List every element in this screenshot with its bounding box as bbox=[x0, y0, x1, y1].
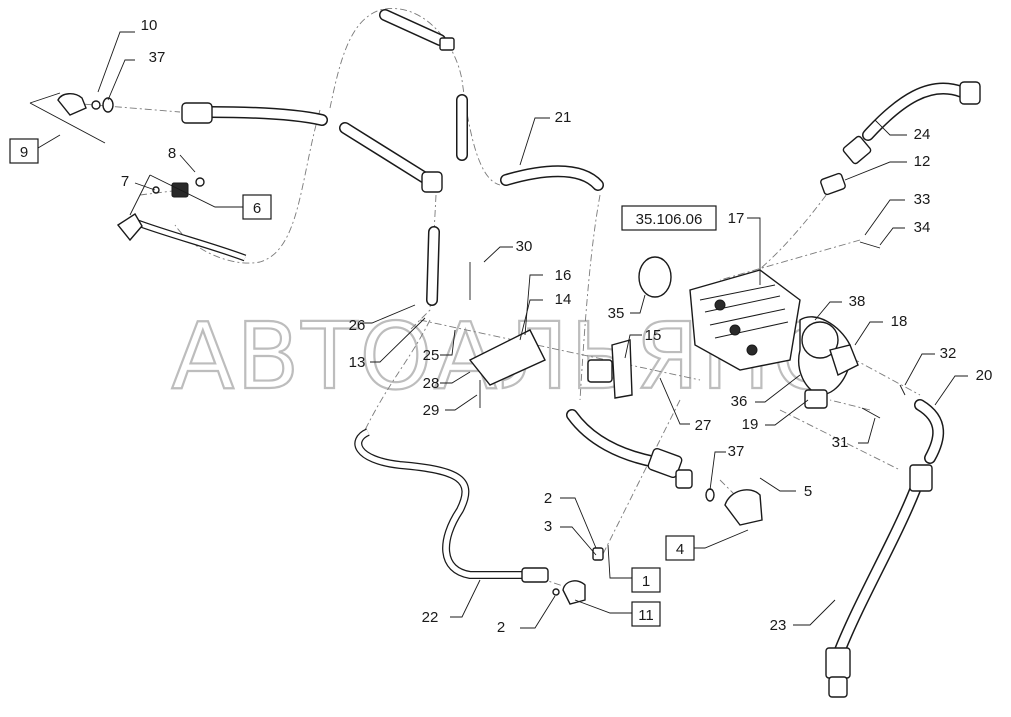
part-labels: 10 37 9 8 7 6 21 24 12 33 34 35.106.06 1… bbox=[20, 17, 993, 636]
hose-lower-middle bbox=[566, 409, 693, 489]
label-30: 30 bbox=[516, 238, 533, 255]
ref-box-9 bbox=[9, 138, 39, 164]
label-19: 19 bbox=[742, 416, 759, 433]
label-6: 6 bbox=[253, 200, 261, 217]
label-4: 4 bbox=[676, 541, 684, 558]
label-35-106-06: 35.106.06 bbox=[636, 211, 703, 228]
label-35: 35 bbox=[608, 305, 625, 322]
label-36: 36 bbox=[731, 393, 748, 410]
label-38: 38 bbox=[849, 293, 866, 310]
label-7: 7 bbox=[121, 173, 129, 190]
ref-box-35-106-06 bbox=[621, 205, 717, 231]
label-11: 11 bbox=[638, 607, 654, 624]
label-5: 5 bbox=[804, 483, 812, 500]
label-12: 12 bbox=[914, 153, 931, 170]
label-29: 29 bbox=[423, 402, 440, 419]
hose-upper-left bbox=[181, 102, 328, 126]
hose-center-upper bbox=[339, 9, 468, 306]
hose-24 bbox=[842, 81, 981, 165]
ref-box-11 bbox=[631, 601, 661, 627]
label-15: 15 bbox=[645, 327, 662, 344]
label-2-upper: 2 bbox=[544, 490, 552, 507]
label-34: 34 bbox=[914, 219, 931, 236]
label-32: 32 bbox=[940, 345, 957, 362]
label-21: 21 bbox=[555, 109, 572, 126]
label-2-lower: 2 bbox=[497, 619, 505, 636]
ref-box-1 bbox=[631, 567, 661, 593]
label-33: 33 bbox=[914, 191, 931, 208]
control-valve-body bbox=[638, 256, 859, 409]
label-1: 1 bbox=[642, 573, 650, 590]
label-26: 26 bbox=[349, 317, 366, 334]
bolts bbox=[859, 241, 906, 419]
hose-23 bbox=[825, 464, 933, 698]
label-24: 24 bbox=[914, 126, 931, 143]
bracket-parts bbox=[468, 262, 633, 408]
label-10: 10 bbox=[141, 17, 158, 34]
label-37-middle: 37 bbox=[728, 443, 745, 460]
label-25: 25 bbox=[423, 347, 440, 364]
fitting-1-11 bbox=[552, 547, 604, 605]
ref-box-6 bbox=[242, 194, 272, 220]
ref-box-4 bbox=[665, 535, 695, 561]
label-23: 23 bbox=[770, 617, 787, 634]
label-3: 3 bbox=[544, 518, 552, 535]
elbow-fitting-9 bbox=[57, 93, 114, 116]
elbow-fitting-4 bbox=[705, 488, 763, 526]
label-31: 31 bbox=[832, 434, 849, 451]
fitting-6 bbox=[152, 177, 205, 198]
label-17: 17 bbox=[728, 210, 745, 227]
label-9: 9 bbox=[20, 144, 28, 161]
label-13: 13 bbox=[349, 354, 366, 371]
label-37-top: 37 bbox=[149, 49, 166, 66]
label-14: 14 bbox=[555, 291, 572, 308]
hose-left-thin bbox=[116, 213, 247, 262]
hose-21 bbox=[500, 165, 604, 191]
label-18: 18 bbox=[891, 313, 908, 330]
leader-lines bbox=[29, 31, 968, 629]
ref-boxes bbox=[9, 138, 717, 627]
label-28: 28 bbox=[423, 375, 440, 392]
label-22: 22 bbox=[422, 609, 439, 626]
label-20: 20 bbox=[976, 367, 993, 384]
label-27: 27 bbox=[695, 417, 712, 434]
elbow-20 bbox=[914, 399, 945, 464]
label-8: 8 bbox=[168, 145, 176, 162]
fitting-12 bbox=[820, 172, 846, 196]
label-16: 16 bbox=[555, 267, 572, 284]
hose-22 bbox=[354, 428, 549, 583]
